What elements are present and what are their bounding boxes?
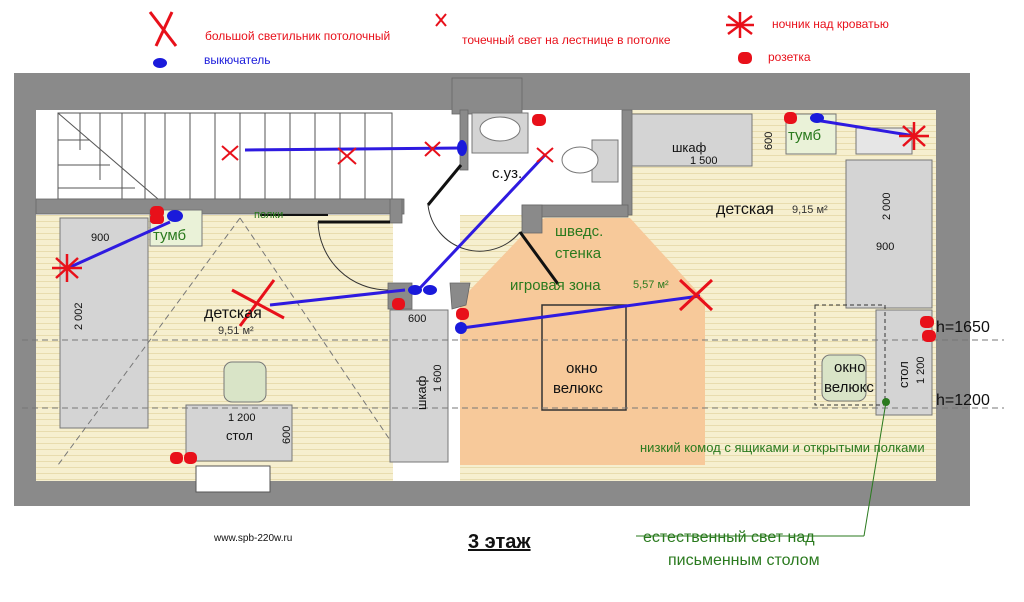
natural-light-note-line2: письменным столом: [668, 552, 820, 569]
switch-icon: [408, 285, 422, 295]
ceiling-light-icon: [678, 278, 714, 312]
night-lights: [52, 122, 929, 282]
switches: [167, 113, 824, 334]
stair-spots: [221, 141, 554, 165]
shelves-label: полки: [254, 209, 283, 221]
wardrobe-top: [631, 113, 753, 167]
stair-spot-icon: [536, 147, 554, 163]
socket-icon: [532, 114, 546, 126]
site-url: www.spb-220w.ru: [213, 533, 292, 544]
exit-window: [195, 465, 271, 493]
room-children-left: детская: [204, 305, 262, 322]
room-children-left-area: 9,51 м²: [218, 325, 254, 337]
legend-switch: выкючатель: [204, 53, 271, 67]
wardrobe-top-label: шкаф: [672, 140, 707, 155]
wardrobe-left-label: шкаф: [414, 375, 429, 410]
stair-spot-icon: [221, 145, 239, 161]
window-right: [814, 304, 886, 406]
night-light-icon: [899, 122, 929, 150]
switch-icon: [810, 113, 824, 123]
floor-title: 3 этаж: [468, 531, 531, 553]
chair-left: [223, 361, 267, 403]
height-1200: h=1200: [936, 392, 990, 409]
socket-icon: [456, 308, 469, 320]
legend-ceiling-light: большой светильник потолочный: [205, 29, 390, 43]
bed-right-width: 900: [876, 241, 894, 253]
wardrobe-left-depth: 600: [408, 313, 426, 325]
stair-spot-icon: [337, 147, 357, 165]
room-children-right-area: 9,15 м²: [792, 204, 828, 216]
legend: большой светильник потолочный точечный с…: [148, 11, 889, 68]
sockets: [150, 112, 936, 464]
swedish-wall-line1: шведс.: [555, 223, 603, 240]
doors: [260, 164, 560, 291]
window-center-line2: велюкс: [553, 380, 603, 397]
low-dresser-label: низкий комод с ящиками и открытыми полка…: [640, 440, 925, 455]
socket-icon: [150, 214, 164, 224]
socket-icon: [922, 330, 936, 342]
wardrobe-left: [389, 309, 449, 463]
bed-right-length: 2 000: [881, 192, 893, 220]
stair-spot-legend-icon: [435, 13, 447, 27]
socket-icon: [392, 298, 405, 310]
roof-slope-lines: [22, 217, 1004, 466]
switch-icon: [457, 140, 467, 156]
stair-spot-icon: [424, 141, 441, 157]
interior-walls: [35, 77, 633, 310]
room-play-zone: игровая зона: [510, 277, 601, 294]
socket-icon: [784, 112, 797, 124]
bed-left-width: 900: [91, 232, 109, 244]
bathroom-fixtures: [471, 112, 619, 183]
window-right-line2: велюкс: [824, 379, 874, 396]
socket-icon: [920, 316, 934, 328]
ceiling-lights: [231, 278, 714, 327]
nightstand-right-label: тумб: [788, 127, 821, 144]
room-play-zone-area: 5,57 м²: [633, 279, 669, 291]
socket-legend-icon: [738, 52, 752, 64]
switch-legend-icon: [153, 58, 167, 68]
night-light-icon: [52, 254, 82, 282]
desk-right-label: стол: [896, 361, 911, 388]
ceiling-light-legend-icon: [148, 11, 178, 47]
legend-stair-spot: точечный свет на лестнице в потолке: [462, 33, 671, 47]
switch-icon: [455, 322, 467, 334]
natural-light-note-line1: естественный свет над: [643, 529, 815, 546]
switch-icon: [423, 285, 437, 295]
wardrobe-left-length: 1 600: [432, 364, 444, 392]
legend-socket: розетка: [768, 50, 811, 64]
socket-icon: [184, 452, 197, 464]
wardrobe-top-depth: 600: [763, 132, 775, 150]
height-1650: h=1650: [936, 319, 990, 336]
staircase: [57, 112, 393, 200]
room-children-right: детская: [716, 201, 774, 218]
ceiling-light-icon: [231, 279, 285, 327]
desk-right-width: 1 200: [915, 356, 927, 384]
desk-left: [185, 404, 293, 462]
furniture: [59, 113, 933, 493]
bed-right: [845, 159, 933, 309]
nightstand-left-label: тумб: [153, 227, 186, 244]
toilet-icon: [561, 146, 599, 174]
bed-left-length: 2 002: [73, 302, 85, 330]
swedish-wall-line2: стенка: [555, 245, 602, 262]
night-light-legend-icon: [726, 12, 754, 38]
sink-icon: [479, 116, 521, 142]
chair-right: [821, 354, 867, 402]
desk-left-depth: 600: [281, 426, 293, 444]
switch-icon: [167, 210, 183, 222]
window-center-line1: окно: [566, 360, 598, 377]
legend-night-light: ночник над кроватью: [772, 17, 889, 31]
window-center: [541, 304, 627, 411]
play-zone-area: [460, 218, 705, 465]
window-right-line1: окно: [834, 359, 866, 376]
natural-light-pointer: [636, 398, 890, 537]
room-bathroom: с.уз.: [492, 165, 522, 182]
socket-icon: [170, 452, 183, 464]
wardrobe-top-width: 1 500: [690, 155, 718, 167]
desk-left-width: 1 200: [228, 412, 256, 424]
desk-left-label: стол: [226, 428, 253, 443]
